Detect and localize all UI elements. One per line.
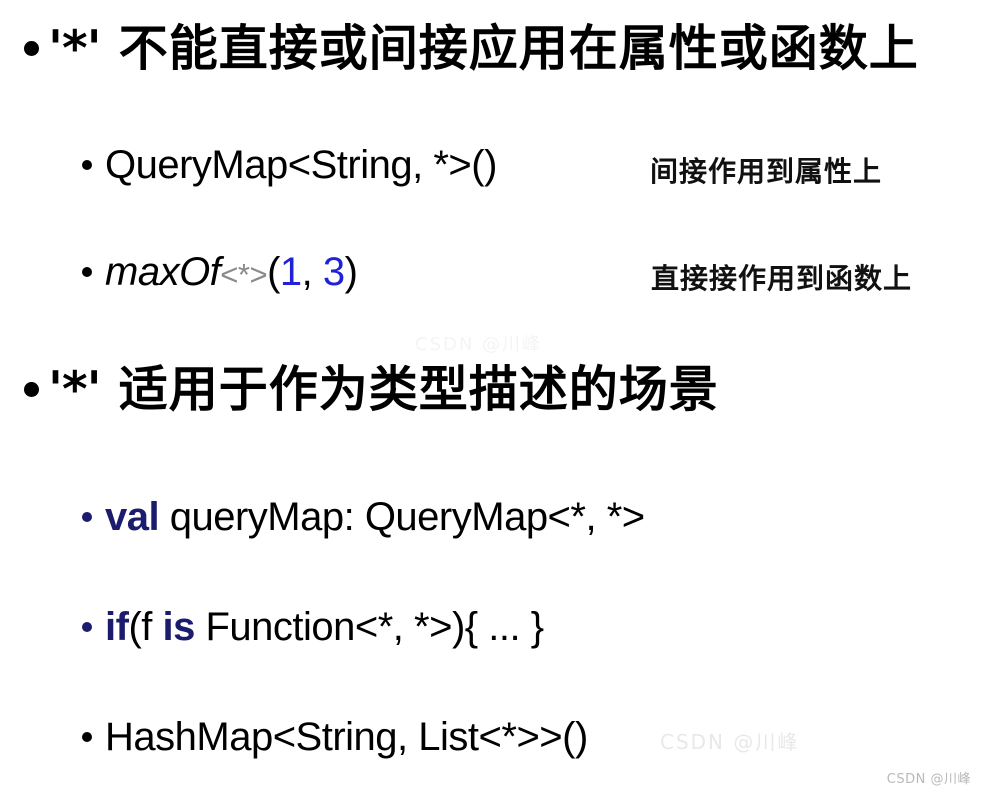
code-val-query-map-rest: queryMap: QueryMap<*, *> [159,495,645,539]
code-max-of-name: maxOf [105,250,221,294]
bullet-icon [82,512,92,522]
annotation-indirect-property: 间接作用到属性上 [650,155,883,188]
heading-row-2: '*' 适用于作为类型描述的场景 [24,365,719,415]
bullet-icon [82,732,92,742]
list-item-val-query-map: val queryMap: QueryMap<*, *> [82,497,645,537]
code-max-of-arg1: 1 [279,250,302,294]
bullet-icon [24,382,39,397]
bullet-icon [82,160,92,170]
code-max-of-close-paren: ) [344,250,358,294]
watermark-corner: CSDN @川峰 [886,772,971,787]
bullet-icon [82,622,92,632]
code-max-of-call: maxOf<*>(1, 3) [105,250,358,294]
code-if-rest: Function<*, *>){ ... } [194,605,544,649]
heading-1-star: '*' [48,20,102,77]
code-max-of-comma: , [301,250,323,294]
code-query-map-call: QueryMap<String, *>() [105,143,497,187]
code-keyword-if: if [105,605,129,649]
bullet-icon [82,267,92,277]
list-item-max-of-call: maxOf<*>(1, 3) [82,250,358,294]
watermark-faint-bottom: CSDN @川峰 [660,730,800,754]
heading-2-star: '*' [48,361,102,418]
code-keyword-is: is [162,605,195,649]
code-if-mid-open: (f [128,605,163,649]
code-if-is-function: if(f is Function<*, *>){ ... } [105,607,544,647]
heading-2-text: 适用于作为类型描述的场景 [100,361,719,418]
list-item-hash-map-call: HashMap<String, List<*>>() [82,717,588,757]
heading-1: '*' 不能直接或间接应用在属性或函数上 [48,24,919,74]
code-max-of-generic: <*> [220,257,268,292]
annotation-direct-function: 直接接作用到函数上 [651,262,913,295]
list-item-if-is-function: if(f is Function<*, *>){ ... } [82,607,544,647]
code-keyword-val: val [105,495,160,539]
watermark-faint-center: CSDN @川峰 [415,334,543,355]
code-max-of-open-paren: ( [267,250,280,294]
heading-2: '*' 适用于作为类型描述的场景 [48,365,719,415]
bullet-icon [24,41,39,56]
code-max-of-arg2: 3 [322,250,345,294]
code-hash-map-call: HashMap<String, List<*>>() [105,715,588,759]
code-val-query-map: val queryMap: QueryMap<*, *> [105,497,645,537]
heading-1-text: 不能直接或间接应用在属性或函数上 [100,20,919,77]
list-item-query-map-call: QueryMap<String, *>() [82,145,497,185]
heading-row-1: '*' 不能直接或间接应用在属性或函数上 [24,24,919,74]
